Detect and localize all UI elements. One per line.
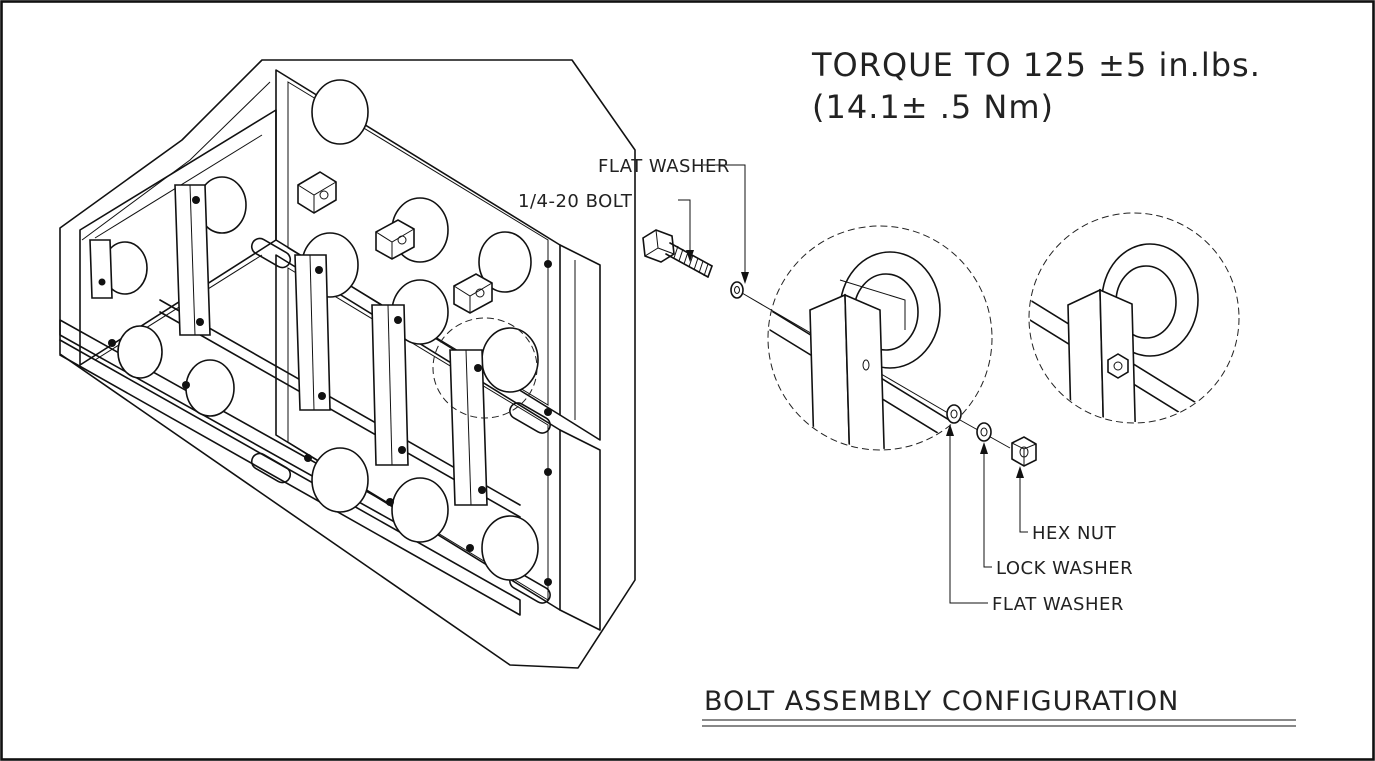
detail-circle-exploded xyxy=(767,225,1037,467)
drawing-title: BOLT ASSEMBLY CONFIGURATION xyxy=(704,686,1179,717)
callout-flat-washer-top: FLAT WASHER xyxy=(598,156,730,177)
torque-note-line1: TORQUE TO 125 ±5 in.lbs. xyxy=(811,46,1261,84)
detail-circle-assembled xyxy=(1028,212,1240,424)
callout-bolt: 1/4-20 BOLT xyxy=(518,191,633,212)
detail-circle-small xyxy=(432,317,538,419)
callout-hex-nut: HEX NUT xyxy=(1032,523,1117,544)
isometric-assembly xyxy=(59,59,636,669)
callout-flat-washer-bottom: FLAT WASHER xyxy=(992,594,1124,615)
torque-note-line2: (14.1± .5 Nm) xyxy=(812,88,1054,126)
callout-lock-washer: LOCK WASHER xyxy=(996,558,1133,579)
leaders xyxy=(678,164,1028,604)
